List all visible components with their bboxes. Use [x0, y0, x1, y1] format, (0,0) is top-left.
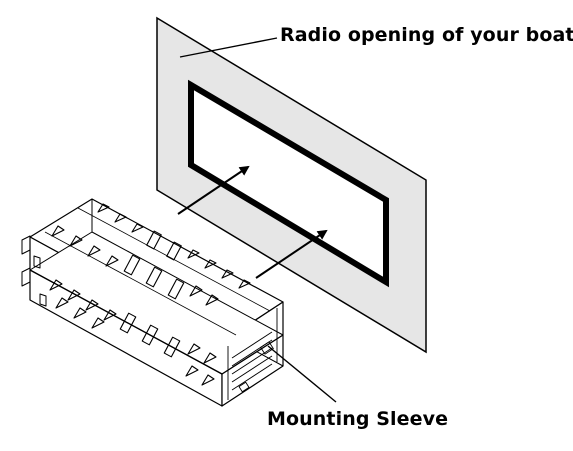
- insertion-arrow-lower: [255, 229, 328, 279]
- radio-opening: [188, 79, 389, 288]
- mounting-sleeve-label: Mounting Sleeve: [267, 408, 449, 430]
- mounting-sleeve-leader-line: [267, 345, 337, 403]
- radio-opening-label: Radio opening of your boat: [280, 24, 573, 46]
- radio-opening-leader-line: [179, 37, 278, 58]
- mounting-sleeve: [21, 198, 284, 407]
- insertion-arrow-upper: [177, 165, 250, 215]
